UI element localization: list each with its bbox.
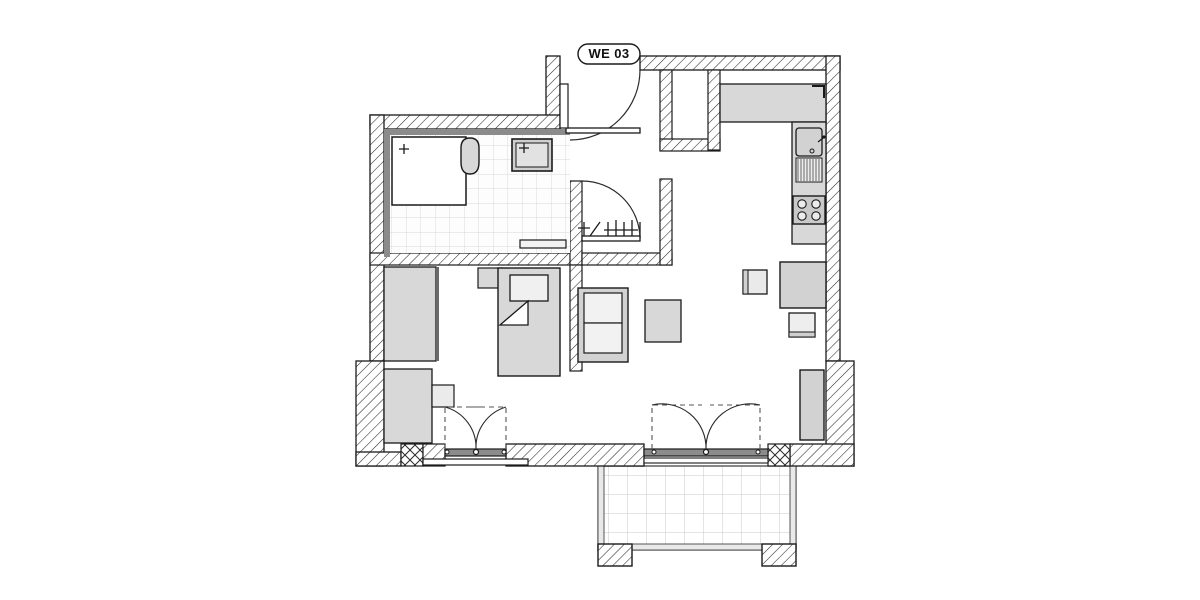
- interior-walls: [369, 69, 721, 372]
- balcony-door-right-hinge-a-icon: [651, 449, 657, 455]
- kitchen-sink-drain-icon: [809, 148, 815, 154]
- toilet: [460, 137, 480, 175]
- wall-top-right: [639, 55, 841, 71]
- balcony-door-left-hinge-a-icon: [444, 449, 450, 455]
- cabinet-lower-left: [383, 368, 433, 444]
- kitchen-drainboard-ribs-icon: [797, 159, 820, 181]
- balcony-door-left-opening-a: [444, 406, 481, 449]
- terrace: [597, 465, 797, 567]
- unit-label: WE 03: [577, 43, 641, 65]
- wall-kitchen-partition-inner: [707, 69, 721, 151]
- kitchen-corner-unit-icon: [812, 85, 825, 98]
- dining-chair-left-back: [742, 269, 749, 295]
- balcony-door-left-arc-b: [475, 406, 507, 450]
- balcony-door-right-hinge-icon: [702, 448, 710, 456]
- wall-wardrobe-right: [659, 178, 673, 266]
- bathroom-wall-lining-top: [384, 129, 570, 135]
- wall-kitchen-partition-vertical: [659, 69, 673, 151]
- coffee-table: [644, 299, 682, 343]
- bathtub: [391, 136, 467, 206]
- bed-pillow: [509, 274, 549, 302]
- entry-door-leaf: [565, 127, 641, 134]
- post-bottom-right: [767, 443, 791, 467]
- balcony-door-right-opening-a: [651, 404, 702, 449]
- balcony-door-right-arc-b: [705, 403, 761, 450]
- unit-label-text: WE 03: [588, 46, 629, 61]
- wall-bathroom-right: [569, 180, 583, 266]
- post-bottom-left: [400, 443, 424, 467]
- dining-chair-bottom-back: [788, 331, 816, 338]
- balcony-door-left: [422, 406, 529, 466]
- stove-burner-icon: [811, 211, 821, 221]
- terrace-floor: [597, 465, 797, 551]
- kitchen-counter-top: [719, 83, 827, 123]
- doors: [422, 69, 769, 466]
- wall-bathroom-bottom: [369, 252, 583, 266]
- entry-door-swing-arc: [569, 69, 641, 141]
- kitchen-faucet-icon: [817, 137, 824, 143]
- wardrobe: [578, 220, 641, 238]
- balcony-door-left-opening-b: [470, 406, 507, 449]
- balcony-door-right-hinge-b-icon: [755, 449, 761, 455]
- bathtub-drain-marker-icon: [399, 144, 409, 154]
- balcony-door-left-hinge-icon: [472, 448, 480, 456]
- wall-left-upper: [369, 114, 385, 362]
- wall-left-lower: [355, 360, 385, 467]
- terrace-rail-right: [789, 465, 797, 551]
- balcony-door-left-hinge-b-icon: [501, 449, 507, 455]
- wardrobe-hanger-icon: [578, 221, 601, 237]
- balcony-door-left-arc-a: [444, 406, 477, 450]
- unit-label-badge: [577, 43, 641, 65]
- wall-bottom-left-stub: [355, 451, 402, 467]
- kitchen-faucet-head-icon: [822, 135, 826, 139]
- bathroom: [384, 129, 570, 257]
- stove-burner-icon: [797, 199, 807, 209]
- shelf-upper-left: [383, 266, 437, 362]
- terrace-post-right: [761, 543, 797, 567]
- dining-table: [779, 261, 827, 309]
- stove-burner-icon: [811, 199, 821, 209]
- balcony-door-right-arc-a: [651, 403, 707, 450]
- bed-duvet-fold: [498, 299, 529, 326]
- bathroom-wall-lining-left: [384, 129, 390, 257]
- stove-burner-icon: [797, 211, 807, 221]
- wall-right-upper: [825, 55, 841, 362]
- balcony-door-left-threshold: [422, 458, 529, 466]
- wall-top-left: [369, 114, 561, 130]
- wall-wardrobe-bottom: [581, 252, 673, 266]
- kitchen-drainboard: [795, 157, 823, 183]
- bath-shelf: [519, 239, 567, 249]
- wall-niche: [559, 83, 569, 129]
- radiator-right: [799, 369, 825, 441]
- terrace-post-left: [597, 543, 633, 567]
- balcony-door-right-threshold: [643, 457, 769, 464]
- wall-bottom-right: [789, 443, 855, 467]
- sofa-cushion-bottom: [583, 322, 623, 354]
- side-table: [431, 384, 455, 408]
- bathroom-door-swing-arc: [581, 180, 641, 240]
- kitchen-sink: [795, 127, 823, 157]
- sofa-cushion-top: [583, 292, 623, 324]
- kitchen: [719, 83, 827, 245]
- furniture: [383, 261, 827, 444]
- balcony-door-right-opening-b: [710, 404, 761, 449]
- kitchen-stove: [792, 195, 826, 225]
- terrace-rail-left: [597, 465, 605, 551]
- washbasin-bowl: [515, 142, 549, 168]
- wardrobe-rail-icon: [604, 220, 638, 238]
- bathroom-door-leaf: [581, 235, 641, 242]
- washbasin-drain-marker-icon: [519, 143, 529, 153]
- balcony-door-right: [643, 403, 769, 464]
